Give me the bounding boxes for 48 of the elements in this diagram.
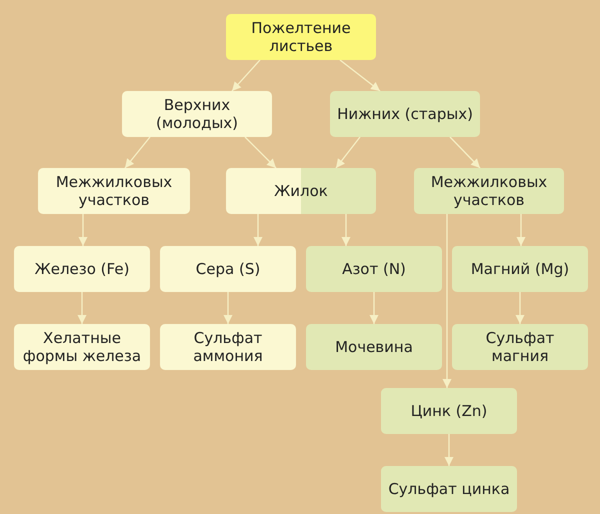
arrow [442, 214, 452, 388]
arrow [244, 136, 276, 168]
box-label: Нижних (старых) [337, 105, 473, 123]
box-label: Мочевина [335, 338, 413, 356]
box-label: Цинк (Zn) [410, 402, 488, 420]
process-box [306, 246, 442, 292]
arrow [335, 136, 361, 168]
box-label: Азот (N) [342, 260, 406, 278]
arrow [516, 292, 524, 324]
process-box [452, 324, 588, 370]
box-label: Сульфат цинка [388, 480, 510, 498]
box-label: Сульфат аммония [192, 329, 264, 365]
arrow [78, 292, 86, 324]
arrow [370, 292, 378, 324]
arrow [232, 60, 260, 92]
arrow [254, 214, 262, 246]
arrow [124, 136, 150, 168]
process-box [226, 14, 376, 60]
box-label: Межжилковых участков [54, 173, 174, 209]
arrow [340, 59, 380, 92]
box-label: Пожелтение листьев [250, 19, 352, 55]
box-label: Межжилковых участков [430, 173, 548, 209]
box-label: Хелатные формы железа [22, 329, 142, 365]
process-box [38, 168, 190, 214]
box-label: Жилок [274, 182, 328, 200]
arrow [342, 214, 350, 246]
process-box [381, 466, 517, 512]
process-box [381, 388, 517, 434]
arrow [516, 214, 526, 246]
process-box [14, 324, 150, 370]
process-box [226, 168, 376, 214]
box-label: Сульфат магния [484, 329, 556, 365]
process-box [160, 324, 296, 370]
process-box [14, 246, 150, 292]
arrow [450, 136, 480, 168]
arrow [78, 214, 88, 246]
box-label: Верхних (молодых) [154, 96, 240, 132]
process-box [414, 168, 564, 214]
box-label: Сера (S) [196, 260, 260, 278]
process-box [160, 246, 296, 292]
arrow [444, 434, 454, 466]
box-label: Железо (Fe) [34, 260, 130, 278]
box-label: Магний (Mg) [470, 260, 570, 278]
process-box [306, 324, 442, 370]
arrow [224, 292, 232, 324]
process-box [122, 91, 272, 137]
process-box [330, 91, 480, 137]
process-box [452, 246, 588, 292]
